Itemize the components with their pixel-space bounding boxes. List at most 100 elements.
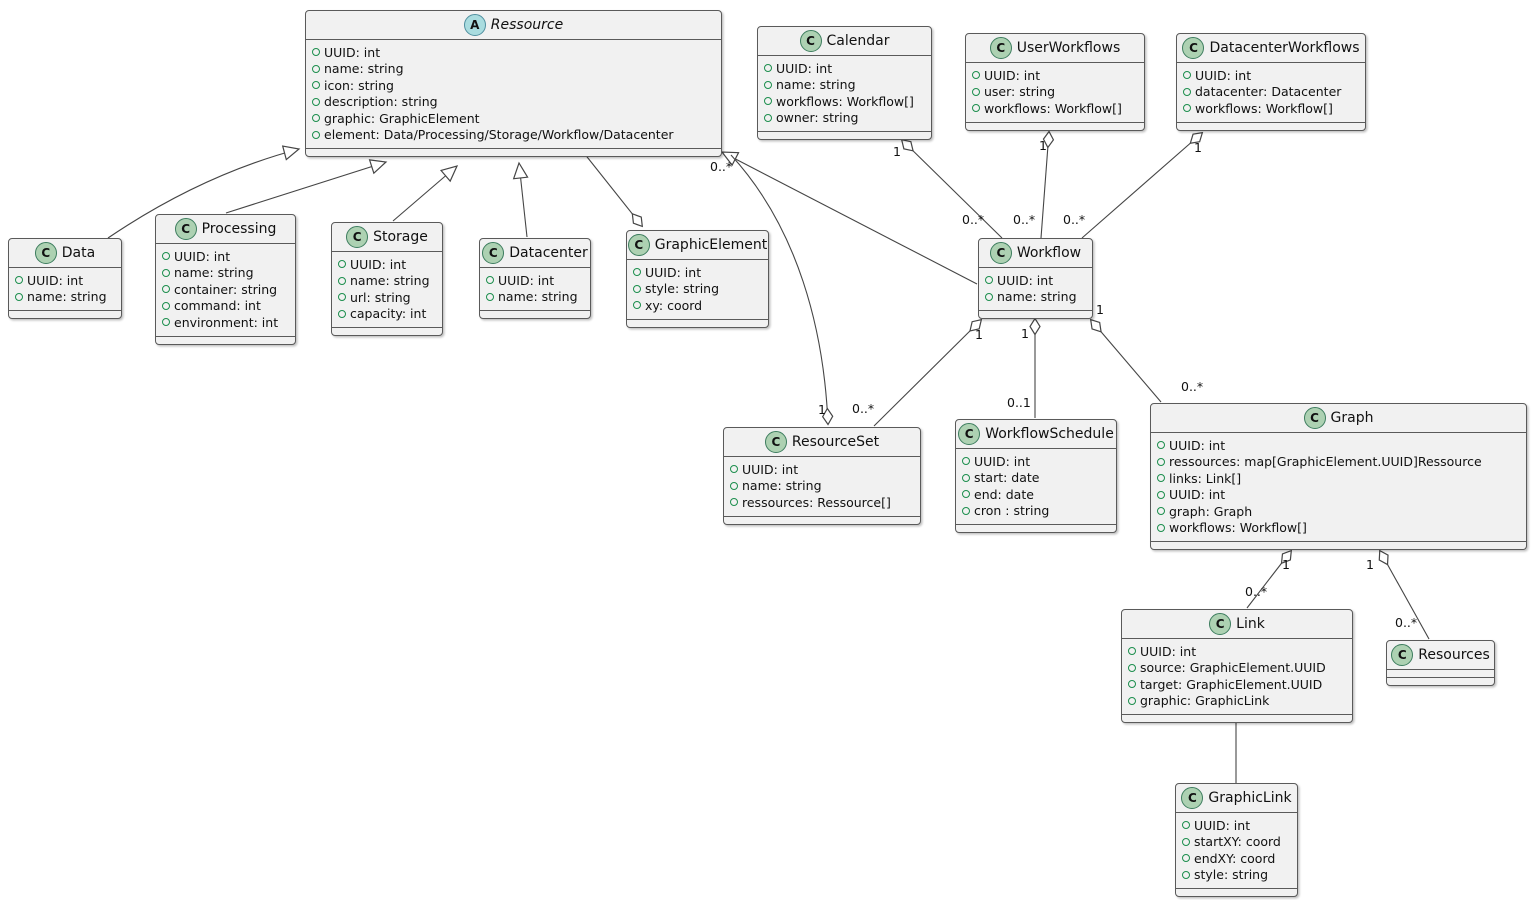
field-visibility-icon: [764, 97, 772, 106]
class-attribute: target: GraphicElement.UUID: [1128, 676, 1344, 693]
multiplicity-label: 0..*: [1063, 212, 1086, 227]
class-methods-compartment: [1151, 542, 1526, 549]
class-title: DatacenterWorkflows: [1209, 40, 1360, 56]
field-visibility-icon: [162, 301, 170, 310]
field-visibility-icon: [633, 268, 641, 277]
attribute-text: name: string: [498, 289, 578, 305]
class-header: C Workflow: [979, 239, 1092, 268]
class-badge-icon: C: [799, 30, 822, 52]
field-visibility-icon: [1183, 71, 1191, 80]
class-attribute: owner: string: [764, 110, 923, 127]
attribute-text: links: Link[]: [1169, 470, 1242, 486]
class-header: C Processing: [156, 215, 295, 244]
class-attribute: UUID: int: [15, 272, 113, 289]
class-attribute: UUID: int: [1157, 487, 1518, 504]
edge-graph-resources: [1378, 549, 1430, 640]
class-methods-compartment: [332, 328, 442, 335]
class-attribute: graphic: GraphicElement: [312, 110, 713, 127]
multiplicity-label: 0..*: [1181, 379, 1204, 394]
field-visibility-icon: [338, 293, 346, 302]
attribute-text: name: string: [27, 289, 107, 305]
edge-workflow-extends-ressource: [720, 151, 978, 285]
edge-resourceset-ressource: [730, 154, 834, 426]
edge-data-extends-ressource: [107, 145, 301, 239]
class-methods-compartment: [1387, 678, 1494, 685]
field-visibility-icon: [1182, 837, 1190, 846]
class-resources: C Resources: [1386, 640, 1495, 686]
class-header: A Ressource: [306, 11, 721, 40]
multiplicity-label: 0..*: [852, 401, 875, 416]
class-header: C Data: [9, 239, 121, 268]
field-visibility-icon: [1157, 441, 1165, 450]
field-visibility-icon: [1128, 680, 1136, 689]
attribute-text: UUID: int: [974, 453, 1031, 469]
class-badge-icon: C: [989, 37, 1012, 59]
multiplicity-label: 1: [1096, 302, 1104, 317]
class-badge-icon: C: [627, 234, 650, 256]
field-visibility-icon: [312, 81, 320, 90]
field-visibility-icon: [1128, 663, 1136, 672]
multiplicity-label: 1: [818, 402, 826, 417]
field-visibility-icon: [972, 71, 980, 80]
class-attribute: name: string: [312, 61, 713, 78]
field-visibility-icon: [1182, 821, 1190, 830]
attribute-text: graphic: GraphicLink: [1140, 693, 1270, 709]
attribute-text: style: string: [645, 281, 720, 297]
class-attribute: name: string: [338, 273, 434, 290]
attribute-text: ressources: map[GraphicElement.UUID]Ress…: [1169, 454, 1482, 470]
class-attribute: UUID: int: [1182, 817, 1289, 834]
class-attribute: element: Data/Processing/Storage/Workflo…: [312, 127, 713, 144]
class-header: C GraphicLink: [1176, 784, 1297, 813]
field-visibility-icon: [1157, 507, 1165, 516]
class-title: GraphicLink: [1208, 790, 1292, 806]
class-attribute: name: string: [486, 289, 582, 306]
class-header: C Graph: [1151, 404, 1526, 433]
attribute-text: cron : string: [974, 503, 1050, 519]
class-title: Resources: [1418, 647, 1490, 663]
attribute-text: icon: string: [324, 77, 394, 93]
attribute-text: UUID: int: [174, 248, 231, 264]
class-attribute: source: GraphicElement.UUID: [1128, 660, 1344, 677]
field-visibility-icon: [1128, 696, 1136, 705]
class-title: Calendar: [826, 33, 890, 49]
attribute-text: UUID: int: [997, 272, 1054, 288]
multiplicity-label: 1: [975, 327, 983, 342]
class-badge-icon: C: [34, 242, 57, 264]
class-attribute: UUID: int: [1157, 437, 1518, 454]
class-attribute: UUID: int: [972, 67, 1136, 84]
class-attribute: environment: int: [162, 314, 287, 331]
attribute-text: endXY: coord: [1194, 850, 1276, 866]
class-attribute: name: string: [985, 289, 1084, 306]
attribute-text: end: date: [974, 486, 1034, 502]
attribute-text: UUID: int: [1194, 817, 1251, 833]
class-badge-icon: C: [1303, 407, 1326, 429]
field-visibility-icon: [962, 506, 970, 515]
class-attribute: graph: Graph: [1157, 503, 1518, 520]
class-title: Processing: [201, 221, 277, 237]
field-visibility-icon: [338, 260, 346, 269]
field-visibility-icon: [338, 309, 346, 318]
class-attribute: end: date: [962, 486, 1108, 503]
class-title: Graph: [1330, 410, 1374, 426]
multiplicity-label: 0..*: [710, 159, 733, 174]
class-methods-compartment: [627, 320, 768, 327]
field-visibility-icon: [972, 87, 980, 96]
field-visibility-icon: [1157, 474, 1165, 483]
edge-storage-extends-ressource: [392, 165, 459, 222]
class-attribute: UUID: int: [338, 256, 434, 273]
attribute-text: workflows: Workflow[]: [984, 100, 1122, 116]
class-attribute: name: string: [730, 478, 912, 495]
attribute-text: capacity: int: [350, 306, 427, 322]
class-title: Workflow: [1016, 245, 1082, 261]
multiplicity-label: 0..*: [1013, 212, 1036, 227]
class-badge-icon: C: [1391, 644, 1414, 666]
field-visibility-icon: [312, 97, 320, 106]
